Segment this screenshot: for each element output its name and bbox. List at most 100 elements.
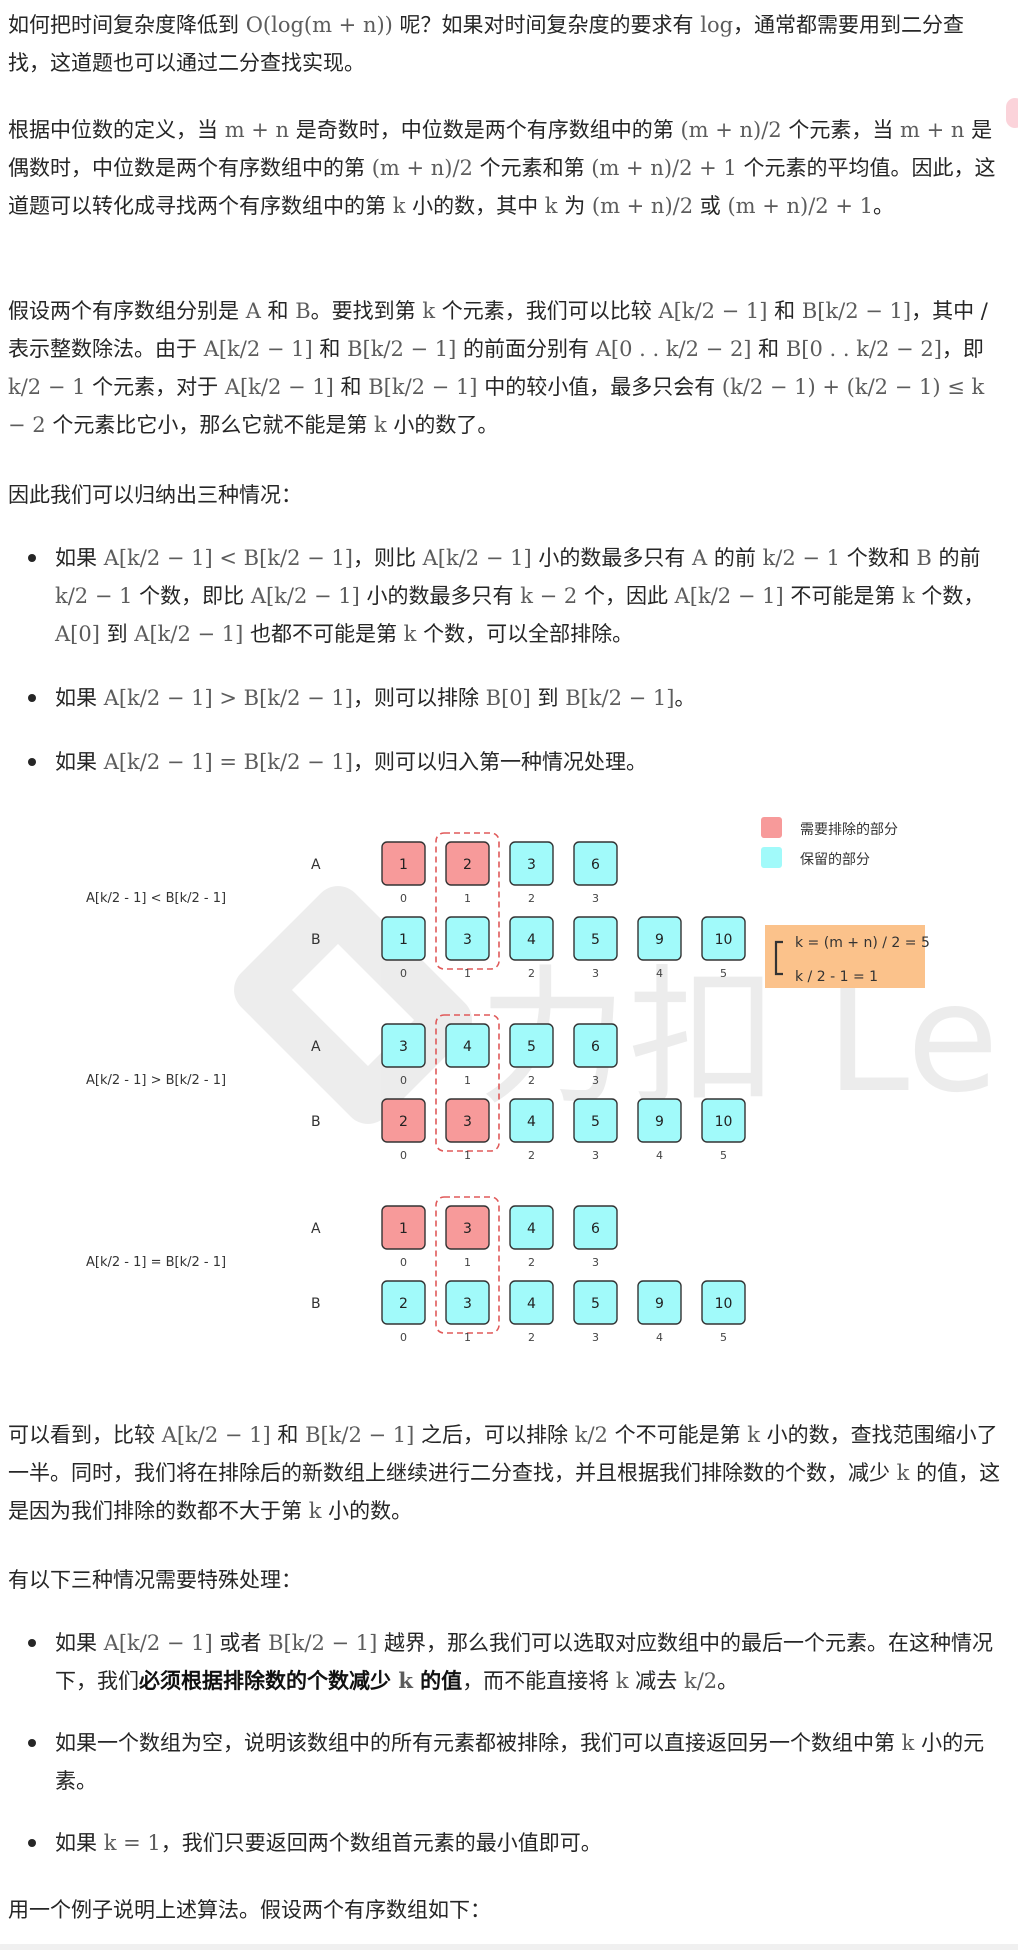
math: A[k/2 − 1] [161, 1423, 271, 1447]
math: B [916, 546, 932, 570]
math: A[k/2 − 1] [103, 1631, 213, 1655]
cell-index: 3 [592, 1256, 599, 1269]
bold-emphasis: 必须根据排除数的个数减少 k 的值 [139, 1668, 463, 1693]
kept-cell [381, 1280, 426, 1325]
text: 可以看到，比较 [8, 1423, 162, 1447]
math: k [403, 622, 417, 646]
formula-box: k = (m + n) / 2 = 5 k / 2 - 1 = 1 [765, 925, 930, 988]
case-list: 如果 A[k/2 − 1] < B[k/2 − 1]，则比 A[k/2 − 1]… [8, 539, 1003, 781]
math: A[k/2 − 1] [674, 584, 784, 608]
text: 的值 [412, 1669, 463, 1693]
cell-index: 1 [464, 1149, 471, 1162]
math: k [747, 1423, 760, 1447]
text: 和 [312, 337, 348, 361]
text: 如果 [55, 750, 104, 774]
paragraph-after-compare: 可以看到，比较 A[k/2 − 1] 和 B[k/2 − 1] 之后，可以排除 … [8, 1416, 1003, 1530]
math: log [700, 13, 734, 37]
math: (m + n)/2 [591, 194, 694, 218]
math: B[0 . . k/2 − 2] [785, 337, 942, 361]
array-comparison-diagram: 力扣 LeetCode A[k/2 - 1] < B[k/2 - 1]A1021… [8, 790, 1018, 1350]
kept-cell [573, 1205, 618, 1250]
text: ，通常都需要用到二分查找，这道题也可以通过二分查找实现。 [8, 13, 965, 75]
cell-value: 9 [655, 932, 664, 948]
compare-column-highlight [435, 1196, 500, 1334]
side-scroll-indicator[interactable] [1006, 98, 1018, 128]
text: 的前 [931, 546, 981, 570]
math: A[0] [55, 622, 100, 646]
removed-cell [445, 1205, 490, 1250]
cell-index: 2 [528, 1149, 535, 1162]
paragraph-median-definition: 根据中位数的定义，当 m + n 是奇数时，中位数是两个有序数组中的第 (m +… [8, 111, 1003, 225]
cell-index: 5 [720, 1331, 727, 1344]
kept-cell [701, 1280, 746, 1325]
text: 减去 [628, 1669, 684, 1693]
cell-index: 3 [592, 1074, 599, 1087]
math: A[k/2 − 1] < B[k/2 − 1] [103, 546, 353, 570]
math: A [692, 546, 708, 570]
text: 如果一个数组为空，说明该数组中的所有元素都被排除，我们可以直接返回另一个数组中第 [55, 1731, 902, 1755]
kept-cell [445, 1280, 490, 1325]
math: k [398, 1668, 413, 1693]
cell-index: 4 [656, 1149, 663, 1162]
cell-value: 2 [463, 857, 472, 873]
math: (m + n)/2 [680, 118, 782, 142]
case-label: A[k/2 - 1] = B[k/2 - 1] [86, 1255, 226, 1270]
removed-cell [445, 841, 490, 886]
text: 和 [333, 375, 369, 399]
math: k [544, 194, 558, 218]
array-name: B [311, 932, 321, 948]
cell-index: 2 [528, 967, 535, 980]
diagram-svg: 力扣 LeetCode A[k/2 - 1] < B[k/2 - 1]A1021… [86, 817, 1018, 1344]
legend-remove-swatch [761, 817, 782, 838]
text: 个元素和第 [472, 156, 592, 180]
watermark-text: 力扣 LeetCode [478, 952, 1003, 1126]
cell-value: 4 [527, 932, 536, 948]
kept-cell [445, 1023, 490, 1068]
text: 之后，可以排除 [414, 1423, 575, 1447]
text: 小的数，查找范围缩小了一半。同时，我们将在排除后的新数组上继续进行二分查找，并且… [8, 1423, 998, 1485]
text: ，则可以排除 [352, 686, 486, 710]
cell-index: 1 [464, 1331, 471, 1344]
math: B[k/2 − 1] [268, 1631, 378, 1655]
paragraph-example-intro: 用一个例子说明上述算法。假设两个有序数组如下： [8, 1898, 491, 1922]
text: 是偶数时，中位数是两个有序数组中的第 [8, 118, 993, 180]
array-name: A [311, 1221, 321, 1237]
removed-cell [381, 1205, 426, 1250]
math: m + n [900, 118, 965, 142]
text: ，则比 [352, 546, 423, 570]
math: O(log(m + n)) [245, 13, 393, 37]
removed-cell [445, 1098, 490, 1143]
cell-index: 3 [592, 892, 599, 905]
cell-value: 9 [655, 1296, 664, 1312]
text: 如何把时间复杂度降低到 [8, 13, 246, 37]
text: 必须根据排除数的个数减少 [139, 1669, 399, 1693]
legend-remove-label: 需要排除的部分 [800, 822, 898, 838]
kept-cell [573, 1098, 618, 1143]
text: 个数， [914, 584, 985, 608]
cell-index: 5 [720, 1149, 727, 1162]
text: 。要找到第 [310, 299, 423, 323]
text: 越界，那么我们可以选取对应数组中的最后一个元素。在这种情况下，我们 [55, 1631, 994, 1693]
paragraph-compare: 假设两个有序数组分别是 A 和 B。要找到第 k 个元素，我们可以比较 A[k/… [8, 292, 1003, 444]
cell-index: 0 [400, 1331, 407, 1344]
kept-cell [637, 1280, 682, 1325]
text: 小的数了。 [386, 413, 499, 437]
formula-background [765, 925, 925, 988]
cell-value: 10 [715, 1296, 733, 1312]
kept-cell [509, 1280, 554, 1325]
text: 到 [530, 686, 566, 710]
kept-cell [701, 1098, 746, 1143]
cell-index: 3 [592, 967, 599, 980]
text: 个元素，对于 [85, 375, 225, 399]
kept-cell [573, 916, 618, 961]
cell-value: 5 [591, 932, 600, 948]
math: k/2 [574, 1423, 608, 1447]
text: 或者 [212, 1631, 269, 1655]
cell-index: 5 [720, 967, 727, 980]
text: 个数，即比 [132, 584, 251, 608]
text: 。 [674, 686, 696, 710]
cell-value: 10 [715, 932, 733, 948]
cell-index: 1 [464, 1074, 471, 1087]
formula-bracket [774, 940, 783, 976]
